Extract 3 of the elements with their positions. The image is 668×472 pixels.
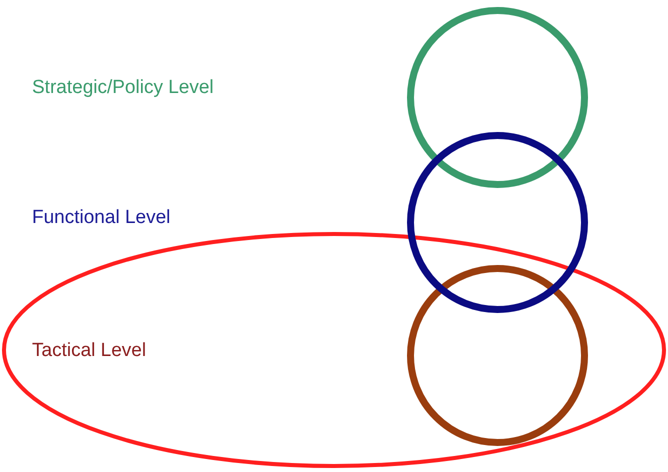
level-label: Functional Level — [32, 206, 170, 230]
level-label: Tactical Level — [32, 339, 146, 363]
level-label: Strategic/Policy Level — [32, 76, 214, 100]
